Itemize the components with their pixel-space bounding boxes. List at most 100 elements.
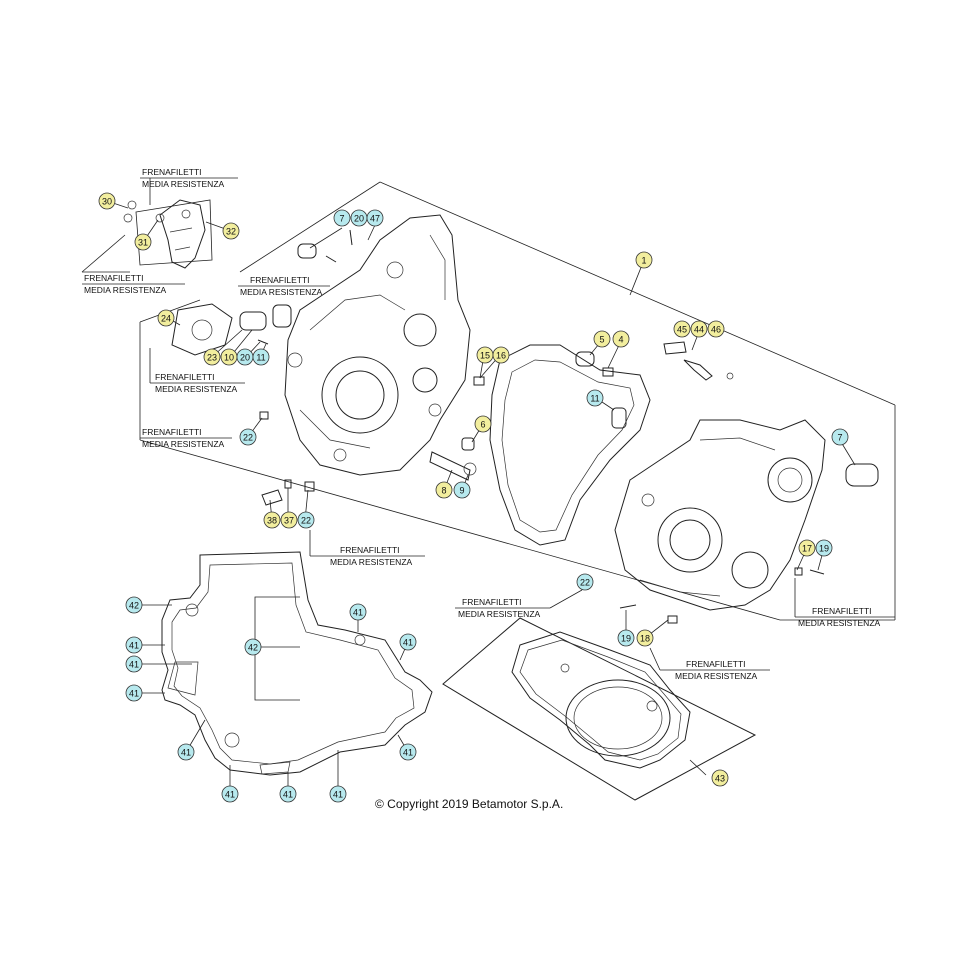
callout-number: 41 [181,748,191,758]
note-lower-center: FRENAFILETTI MEDIA RESISTENZA [455,589,583,619]
callout-circle [244,638,262,656]
callout-circle [399,743,417,761]
callout-number: 37 [284,516,294,526]
callout-circle [221,785,239,803]
bushings-and-pins-left [171,229,485,506]
callout-number: 22 [243,433,253,443]
callout-number: 4 [618,335,623,345]
callout-circle [125,655,143,673]
callout-circle [177,743,195,761]
thread-locker-notes: FRENAFILETTI MEDIA RESISTENZA FRENAFILET… [82,167,895,681]
callout-circle [492,346,510,364]
copyright-text: © Copyright 2019 Betamotor S.p.A. [375,797,563,811]
callout-23: 23 [203,348,221,366]
note-left2-line1: FRENAFILETTI [250,275,310,285]
cover-gasket-plate [442,617,757,801]
callout-number: 20 [354,214,364,224]
callout-number: 19 [819,544,829,554]
callout-circle [125,636,143,654]
callout-circle [707,320,725,338]
callout-circle [815,539,833,557]
note-left1-line2: MEDIA RESISTENZA [84,285,167,295]
callout-number: 47 [370,214,380,224]
note-right-line2: MEDIA RESISTENZA [798,618,881,628]
callout-number: 41 [129,641,139,651]
callout-41: 41 [329,785,347,803]
sensor-cover-part [123,199,213,269]
callout-number: 15 [480,351,490,361]
callout-41: 41 [399,633,417,651]
callout-number: 41 [403,638,413,648]
note-right-line1: FRENAFILETTI [812,606,872,616]
callout-22: 22 [297,511,315,529]
note-center-line1: FRENAFILETTI [340,545,400,555]
callout-circle [453,481,471,499]
callout-31: 31 [134,233,152,251]
callout-number: 41 [129,660,139,670]
callout-circle [333,209,351,227]
callout-9: 9 [453,481,471,499]
callout-20: 20 [350,209,368,227]
callout-41: 41 [125,684,143,702]
note-left-2: FRENAFILETTI MEDIA RESISTENZA [238,275,330,297]
callout-circle [617,629,635,647]
note-lowr-line1: FRENAFILETTI [686,659,746,669]
callout-32: 32 [222,222,240,240]
callout-7: 7 [831,428,849,446]
callout-15: 15 [476,346,494,364]
callout-number: 20 [240,353,250,363]
callout-circle [673,320,691,338]
callout-number: 23 [207,353,217,363]
callout-circle [297,511,315,529]
callout-circle [125,596,143,614]
callout-47: 47 [366,209,384,227]
note-lowr-line2: MEDIA RESISTENZA [675,671,758,681]
callout-circle [586,389,604,407]
callout-circle [474,415,492,433]
callout-number: 42 [129,601,139,611]
assembly-frame [81,181,896,621]
callout-circle [366,209,384,227]
callout-number: 41 [333,790,343,800]
callout-41: 41 [349,603,367,621]
callout-5: 5 [593,330,611,348]
callout-24: 24 [157,309,175,327]
callout-circle [222,222,240,240]
callout-42: 42 [125,596,143,614]
callout-circle [349,603,367,621]
callout-1: 1 [635,251,653,269]
callout-circle [576,573,594,591]
callout-46: 46 [707,320,725,338]
callout-number: 19 [621,634,631,644]
note-lowc-line2: MEDIA RESISTENZA [458,609,541,619]
callout-circle [612,330,630,348]
callout-circle [125,684,143,702]
callout-10: 10 [220,348,238,366]
callout-circle [593,330,611,348]
callout-number: 22 [580,578,590,588]
note-left3-line2: MEDIA RESISTENZA [155,384,238,394]
callout-number: 38 [267,516,277,526]
callout-number: 11 [256,353,265,363]
callout-number: 7 [339,214,344,224]
callout-number: 42 [248,643,258,653]
callout-45: 45 [673,320,691,338]
note-center-line2: MEDIA RESISTENZA [330,557,413,567]
callout-circle [435,481,453,499]
callout-number: 30 [102,197,112,207]
callout-41: 41 [221,785,239,803]
callout-number: 41 [353,608,363,618]
callout-41: 41 [125,636,143,654]
callout-circle [636,629,654,647]
callout-number: 9 [459,486,464,496]
note-top: FRENAFILETTI MEDIA RESISTENZA [140,167,238,205]
callout-circle [399,633,417,651]
callout-number: 10 [224,353,234,363]
callout-20: 20 [236,348,254,366]
callout-circle [711,769,729,787]
callout-circle [280,511,298,529]
callout-16: 16 [492,346,510,364]
callout-4: 4 [612,330,630,348]
callout-number: 5 [599,335,604,345]
